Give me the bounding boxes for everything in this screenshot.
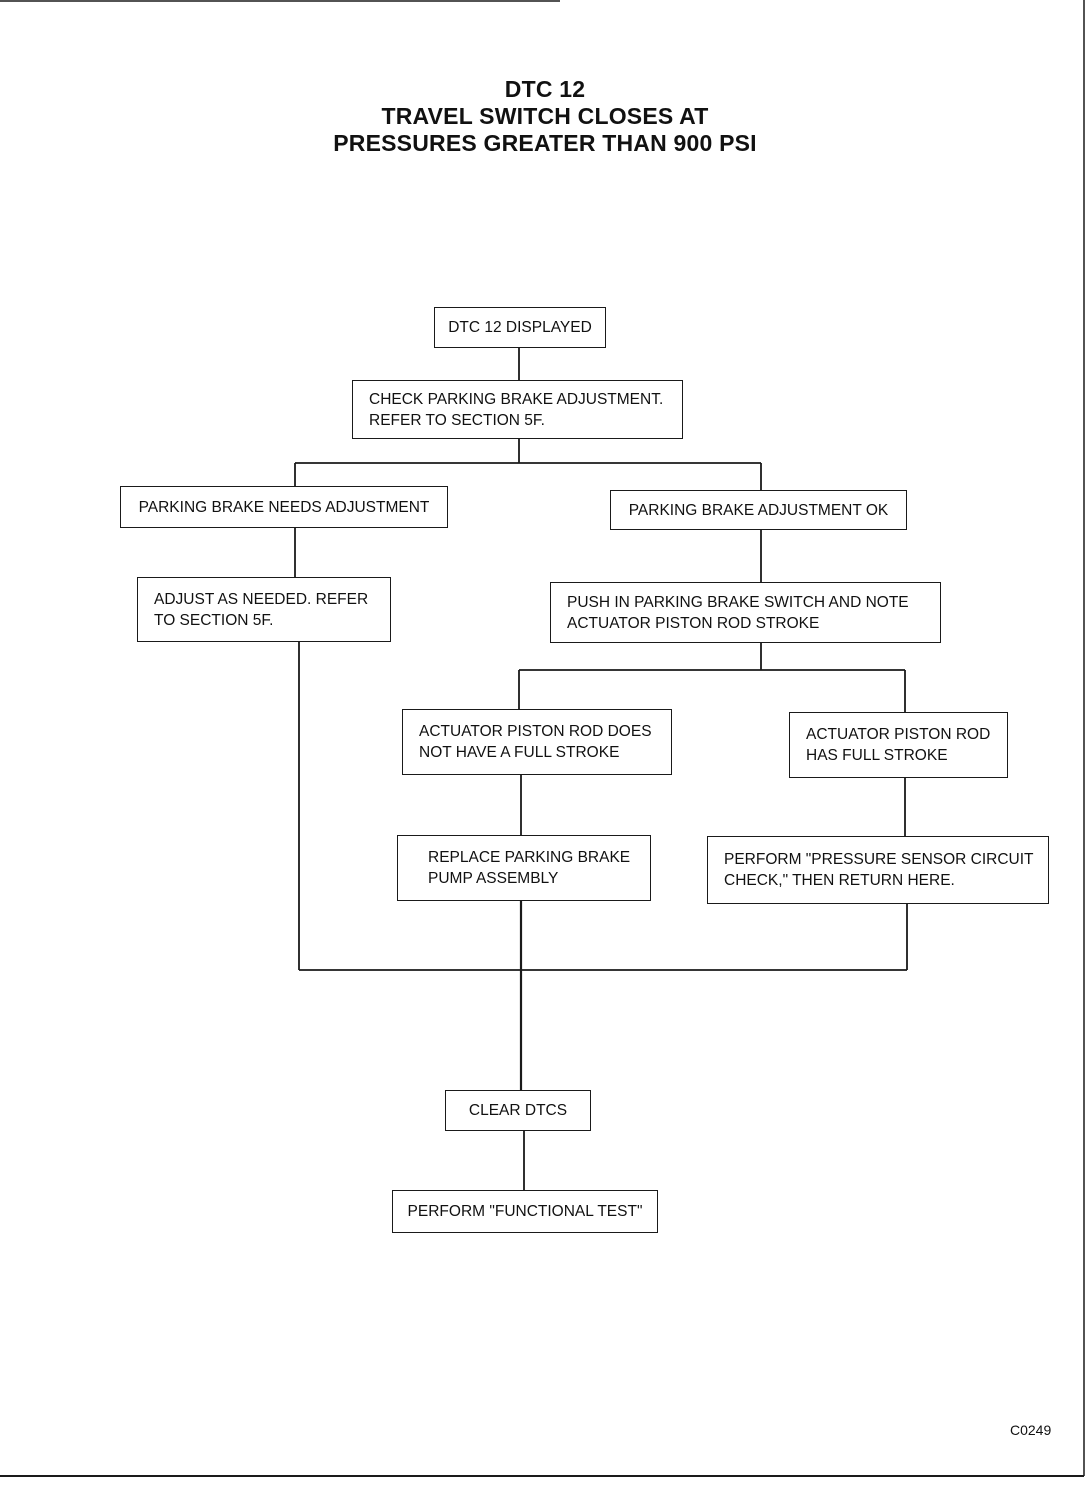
node-check-parking-brake-adjustment: CHECK PARKING BRAKE ADJUSTMENT. REFER TO… xyxy=(352,380,683,439)
node-adjust-as-needed: ADJUST AS NEEDED. REFER TO SECTION 5F. xyxy=(137,577,391,642)
node-text: REFER TO SECTION 5F. xyxy=(369,411,545,429)
node-text: CLEAR DTCS xyxy=(468,1102,568,1119)
node-text: PUMP ASSEMBLY xyxy=(428,870,559,887)
node-text: ADJUST AS NEEDED. REFER xyxy=(154,590,369,608)
diagram-title: DTC 12 TRAVEL SWITCH CLOSES AT PRESSURES… xyxy=(200,76,890,157)
node-dtc-displayed: DTC 12 DISPLAYED xyxy=(434,307,606,348)
figure-code: C0249 xyxy=(1010,1422,1052,1438)
node-text: HAS FULL STROKE xyxy=(806,747,948,764)
node-text: DTC 12 DISPLAYED xyxy=(448,319,592,336)
node-text: REPLACE PARKING BRAKE xyxy=(428,849,631,866)
node-parking-brake-adjustment-ok: PARKING BRAKE ADJUSTMENT OK xyxy=(610,490,907,530)
title-line-1: DTC 12 xyxy=(504,76,586,102)
node-text: PERFORM "FUNCTIONAL TEST" xyxy=(407,1203,643,1220)
node-text: CHECK," THEN RETURN HERE. xyxy=(724,872,955,889)
node-text: PARKING BRAKE ADJUSTMENT OK xyxy=(628,501,889,519)
node-text: PERFORM "PRESSURE SENSOR CIRCUIT xyxy=(724,851,1034,868)
node-push-parking-brake-switch: PUSH IN PARKING BRAKE SWITCH AND NOTE AC… xyxy=(550,582,941,643)
title-line-3: PRESSURES GREATER THAN 900 PSI xyxy=(333,130,757,156)
node-parking-brake-needs-adjustment: PARKING BRAKE NEEDS ADJUSTMENT xyxy=(120,486,448,528)
node-text: TO SECTION 5F. xyxy=(154,611,274,629)
node-text: ACTUATOR PISTON ROD DOES xyxy=(419,723,652,740)
title-line-2: TRAVEL SWITCH CLOSES AT xyxy=(381,103,709,129)
node-clear-dtcs: CLEAR DTCS xyxy=(445,1090,591,1131)
node-text: PUSH IN PARKING BRAKE SWITCH AND NOTE xyxy=(567,593,909,611)
node-full-stroke: ACTUATOR PISTON ROD HAS FULL STROKE xyxy=(789,712,1008,778)
node-text: ACTUATOR PISTON ROD xyxy=(806,726,991,743)
node-functional-test: PERFORM "FUNCTIONAL TEST" xyxy=(392,1190,658,1233)
node-no-full-stroke: ACTUATOR PISTON ROD DOES NOT HAVE A FULL… xyxy=(402,709,672,775)
node-replace-pump-assembly: REPLACE PARKING BRAKE PUMP ASSEMBLY xyxy=(397,835,651,901)
node-text: ACTUATOR PISTON ROD STROKE xyxy=(567,614,820,632)
node-pressure-sensor-check: PERFORM "PRESSURE SENSOR CIRCUIT CHECK,"… xyxy=(707,836,1049,904)
node-text: PARKING BRAKE NEEDS ADJUSTMENT xyxy=(138,498,430,516)
node-text: CHECK PARKING BRAKE ADJUSTMENT. xyxy=(369,390,664,408)
node-text: NOT HAVE A FULL STROKE xyxy=(419,744,620,761)
